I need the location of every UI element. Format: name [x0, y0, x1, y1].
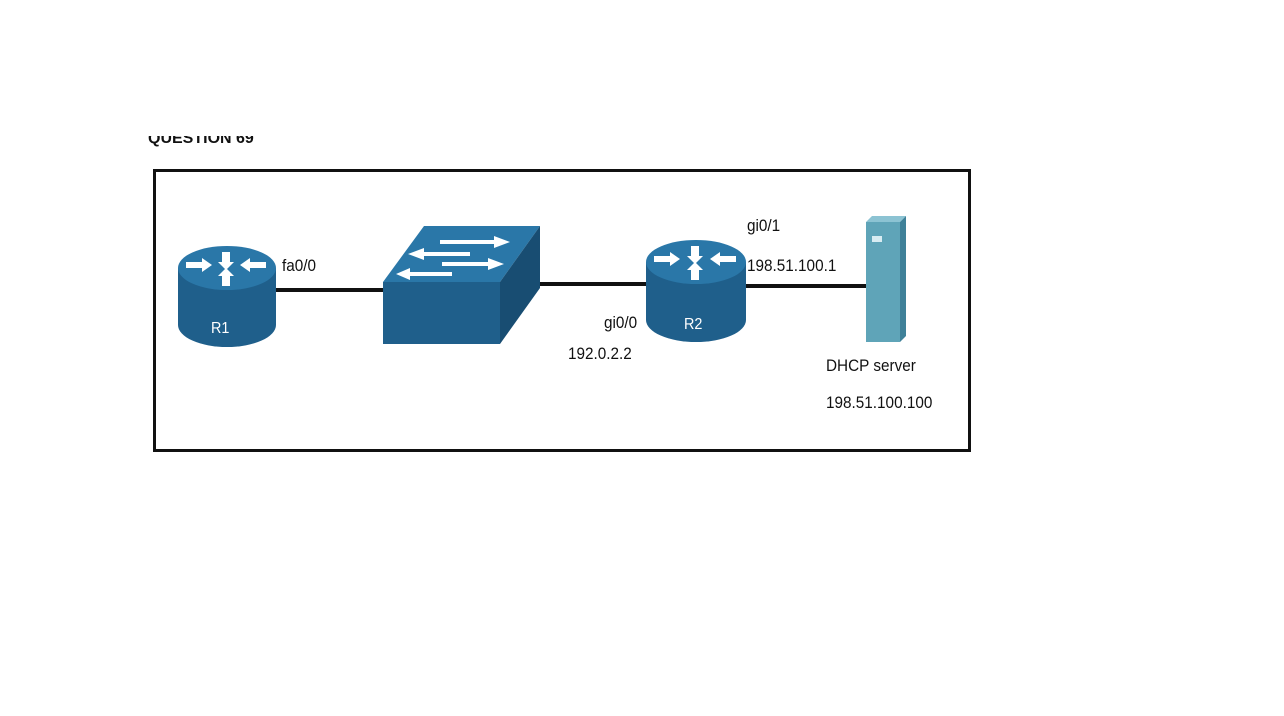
r1-name-label: R1: [211, 320, 230, 337]
r2-gi01-label: gi0/1: [747, 216, 781, 235]
router-r2-icon: [646, 240, 746, 342]
server-name-label: DHCP server: [826, 356, 916, 375]
r2-gi00-ip-label: 192.0.2.2: [568, 344, 632, 363]
router-r1-icon: [178, 246, 276, 347]
switch-icon: [383, 226, 540, 344]
dhcp-server-icon: [866, 216, 906, 342]
r2-name-label: R2: [684, 316, 703, 333]
question-heading-text: QUESTION 69: [148, 136, 254, 147]
server-ip-label: 198.51.100.100: [826, 393, 933, 412]
r2-gi01-ip-label: 198.51.100.1: [747, 256, 837, 275]
question-heading: QUESTION 69: [148, 136, 288, 156]
diagram-frame: [153, 169, 971, 452]
r2-gi00-label: gi0/0: [604, 313, 638, 332]
r1-interface-label: fa0/0: [282, 256, 317, 275]
